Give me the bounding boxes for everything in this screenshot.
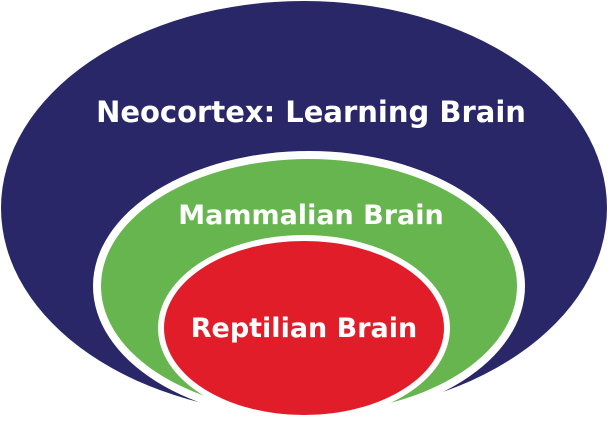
mammalian-label: Mammalian Brain	[178, 200, 444, 231]
neocortex-label: Neocortex: Learning Brain	[96, 95, 526, 129]
reptilian-ellipse	[164, 241, 444, 415]
reptilian-label: Reptilian Brain	[191, 313, 418, 344]
